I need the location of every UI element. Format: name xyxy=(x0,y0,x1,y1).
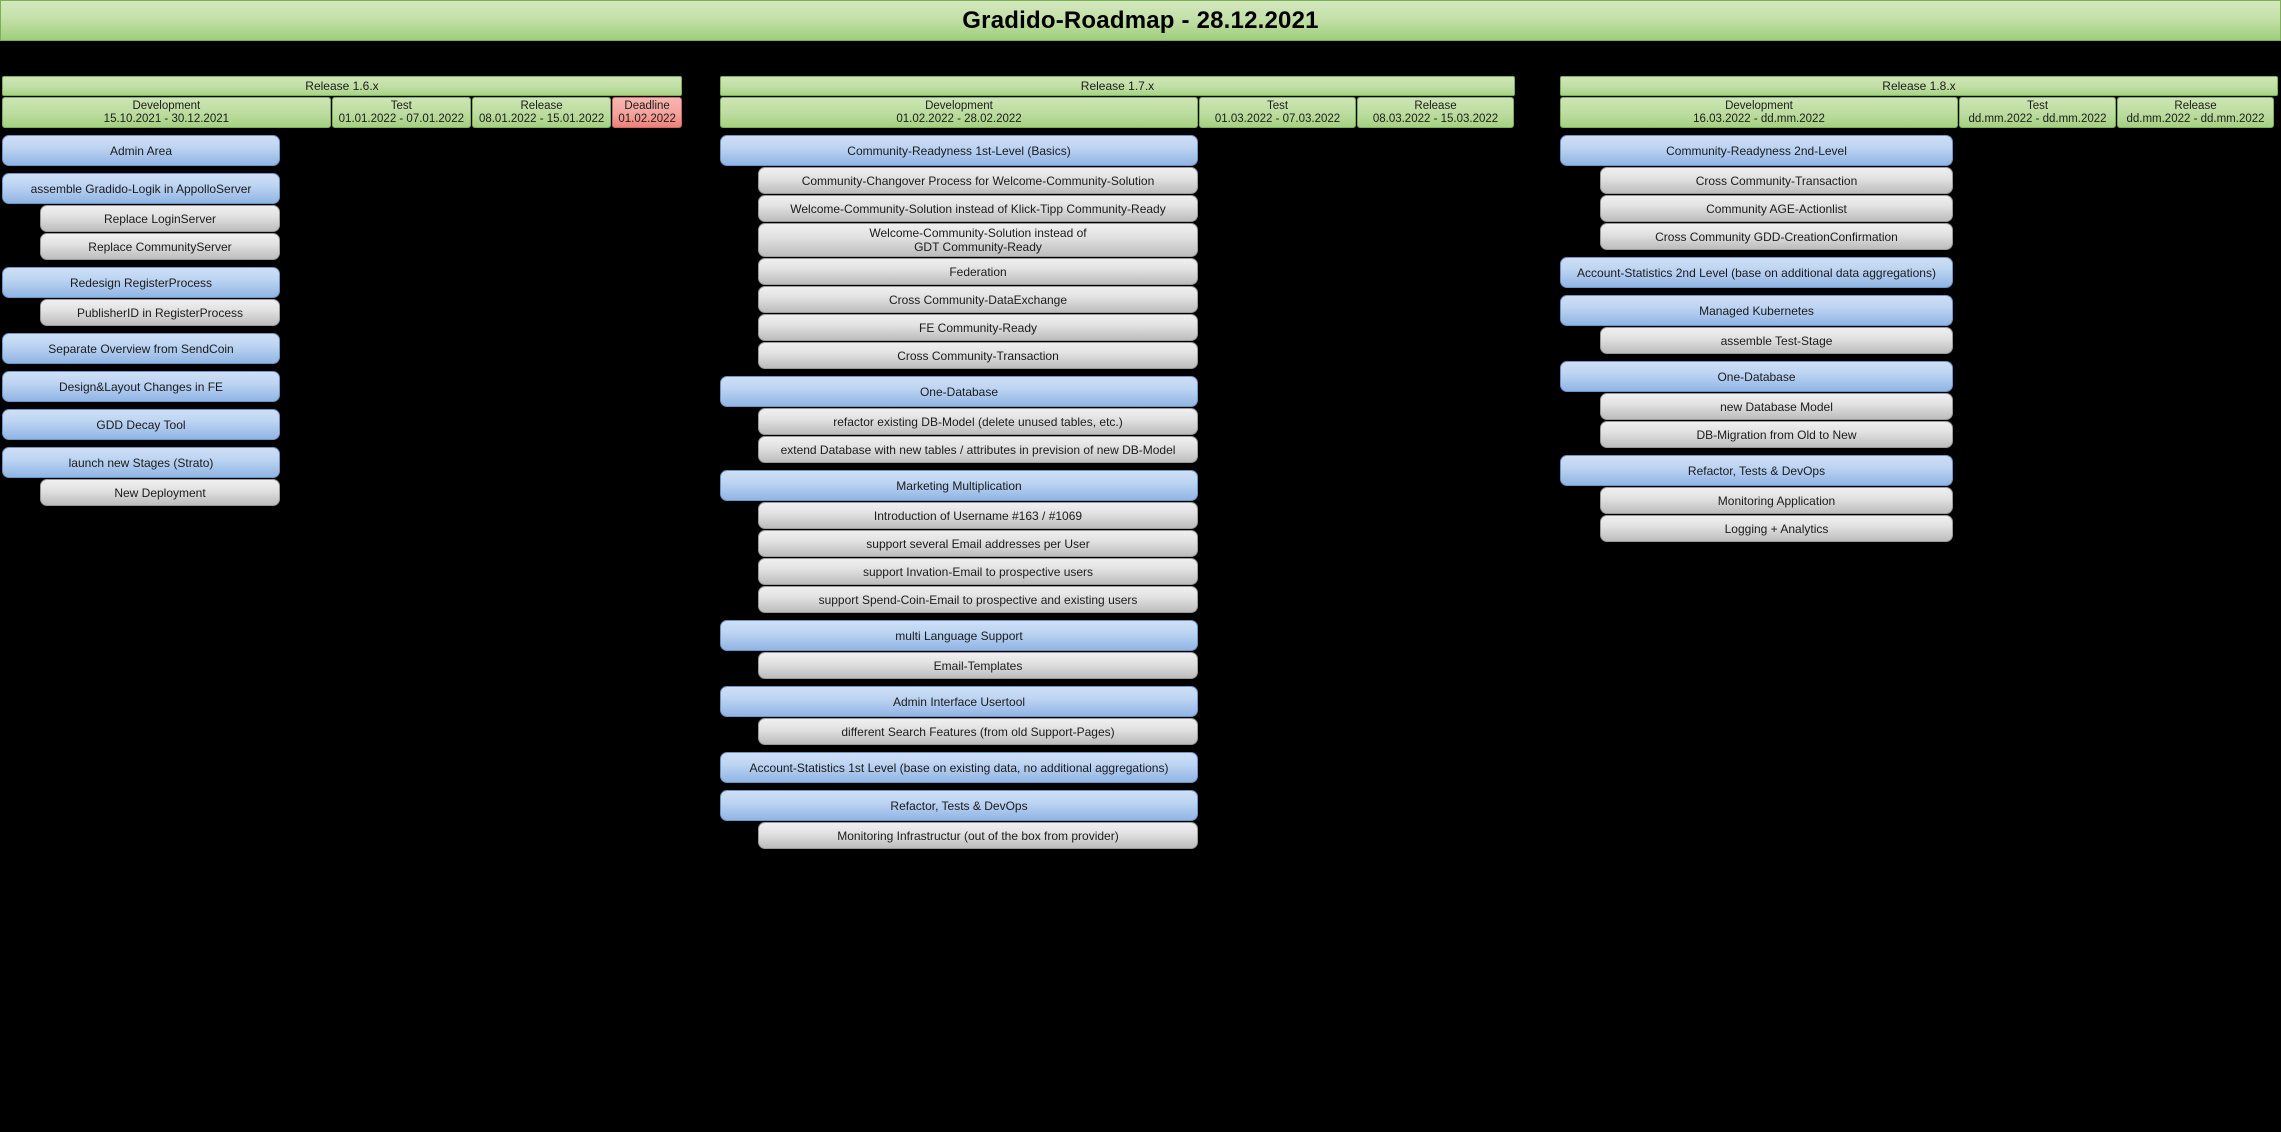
sub-task-box[interactable]: refactor existing DB-Model (delete unuse… xyxy=(758,408,1198,435)
sub-task-box[interactable]: support several Email addresses per User xyxy=(758,530,1198,557)
phase-dates: dd.mm.2022 - dd.mm.2022 xyxy=(2126,112,2265,125)
sub-task-box[interactable]: Monitoring Infrastructur (out of the box… xyxy=(758,822,1198,849)
phase-name: Development xyxy=(132,99,201,112)
epic-task-box[interactable]: assemble Gradido-Logik in AppolloServer xyxy=(2,173,280,204)
sub-task-box[interactable]: Welcome-Community-Solution instead of GD… xyxy=(758,223,1198,257)
page-title: Gradido-Roadmap - 28.12.2021 xyxy=(962,6,1319,34)
sub-task-box[interactable]: Replace CommunityServer xyxy=(40,233,280,260)
sub-task-box[interactable]: assemble Test-Stage xyxy=(1600,327,1953,354)
epic-task-box[interactable]: One-Database xyxy=(720,376,1198,407)
epic-task-box[interactable]: Admin Area xyxy=(2,135,280,166)
epic-task-box[interactable]: Account-Statistics 2nd Level (base on ad… xyxy=(1560,257,1953,288)
sub-task-box[interactable]: Logging + Analytics xyxy=(1600,515,1953,542)
sub-task-box[interactable]: Introduction of Username #163 / #1069 xyxy=(758,502,1198,529)
sub-task-box[interactable]: Cross Community GDD-CreationConfirmation xyxy=(1600,223,1953,250)
epic-task-box[interactable]: multi Language Support xyxy=(720,620,1198,651)
release-title: Release 1.6.x xyxy=(2,76,682,96)
sub-task-box[interactable]: different Search Features (from old Supp… xyxy=(758,718,1198,745)
phase-name: Test xyxy=(2026,99,2049,112)
phase-dates: 01.02.2022 - 28.02.2022 xyxy=(896,112,1022,125)
epic-task-box[interactable]: GDD Decay Tool xyxy=(2,409,280,440)
epic-task-box[interactable]: Admin Interface Usertool xyxy=(720,686,1198,717)
sub-task-box[interactable]: Federation xyxy=(758,258,1198,285)
release-title: Release 1.8.x xyxy=(1560,76,2278,96)
sub-task-box[interactable]: Cross Community-DataExchange xyxy=(758,286,1198,313)
epic-task-box[interactable]: Separate Overview from SendCoin xyxy=(2,333,280,364)
phase-name: Test xyxy=(1266,99,1289,112)
sub-task-box[interactable]: Cross Community-Transaction xyxy=(758,342,1198,369)
sub-task-box[interactable]: extend Database with new tables / attrib… xyxy=(758,436,1198,463)
phase-dates: 15.10.2021 - 30.12.2021 xyxy=(103,112,230,125)
sub-task-box[interactable]: new Database Model xyxy=(1600,393,1953,420)
epic-task-box[interactable]: Redesign RegisterProcess xyxy=(2,267,280,298)
phase-dates: 16.03.2022 - dd.mm.2022 xyxy=(1693,112,1825,125)
epic-task-box[interactable]: Design&Layout Changes in FE xyxy=(2,371,280,402)
task-list: Admin Area assemble Gradido-Logik in Appo… xyxy=(2,135,682,506)
phase-dates: 08.03.2022 - 15.03.2022 xyxy=(1372,112,1499,125)
phase-dates: dd.mm.2022 - dd.mm.2022 xyxy=(1968,112,2107,125)
epic-task-box[interactable]: Marketing Multiplication xyxy=(720,470,1198,501)
epic-task-box[interactable]: launch new Stages (Strato) xyxy=(2,447,280,478)
sub-task-box[interactable]: Email-Templates xyxy=(758,652,1198,679)
task-list: Community-Readyness 1st-Level (Basics)Co… xyxy=(720,135,1515,849)
roadmap-title-bar: Gradido-Roadmap - 28.12.2021 xyxy=(0,0,2281,41)
sub-task-box[interactable]: New Deployment xyxy=(40,479,280,506)
sub-task-box[interactable]: Replace LoginServer xyxy=(40,205,280,232)
phase-name: Test xyxy=(390,99,412,112)
sub-task-box[interactable]: support Invation-Email to prospective us… xyxy=(758,558,1198,585)
sub-task-box[interactable]: DB-Migration from Old to New xyxy=(1600,421,1953,448)
phase-name: Release xyxy=(1414,99,1457,112)
epic-task-box[interactable]: Community-Readyness 2nd-Level xyxy=(1560,135,1953,166)
phase-name: Development xyxy=(925,99,993,112)
phase-name: Development xyxy=(1725,99,1793,112)
sub-task-box[interactable]: Monitoring Application xyxy=(1600,487,1953,514)
sub-task-box[interactable]: FE Community-Ready xyxy=(758,314,1198,341)
phase-dates: 01.01.2022 - 07.01.2022 xyxy=(338,112,464,125)
sub-task-box[interactable]: Community AGE-Actionlist xyxy=(1600,195,1953,222)
sub-task-box[interactable]: support Spend-Coin-Email to prospective … xyxy=(758,586,1198,613)
epic-task-box[interactable]: Refactor, Tests & DevOps xyxy=(720,790,1198,821)
sub-task-box[interactable]: Cross Community-Transaction xyxy=(1600,167,1953,194)
sub-task-box[interactable]: PublisherID in RegisterProcess xyxy=(40,299,280,326)
epic-task-box[interactable]: Managed Kubernetes xyxy=(1560,295,1953,326)
phase-name: Deadline xyxy=(624,99,670,112)
phase-dates: 08.01.2022 - 15.01.2022 xyxy=(478,112,605,125)
epic-task-box[interactable]: Account-Statistics 1st Level (base on ex… xyxy=(720,752,1198,783)
phase-name: Release xyxy=(2174,99,2217,112)
phase-dates: 01.02.2022 xyxy=(618,112,676,125)
epic-task-box[interactable]: Community-Readyness 1st-Level (Basics) xyxy=(720,135,1198,166)
phase-name: Release xyxy=(520,99,563,112)
epic-task-box[interactable]: Refactor, Tests & DevOps xyxy=(1560,455,1953,486)
release-title: Release 1.7.x xyxy=(720,76,1515,96)
epic-task-box[interactable]: One-Database xyxy=(1560,361,1953,392)
phase-dates: 01.03.2022 - 07.03.2022 xyxy=(1214,112,1341,125)
sub-task-box[interactable]: Community-Changover Process for Welcome-… xyxy=(758,167,1198,194)
sub-task-box[interactable]: Welcome-Community-Solution instead of Kl… xyxy=(758,195,1198,222)
